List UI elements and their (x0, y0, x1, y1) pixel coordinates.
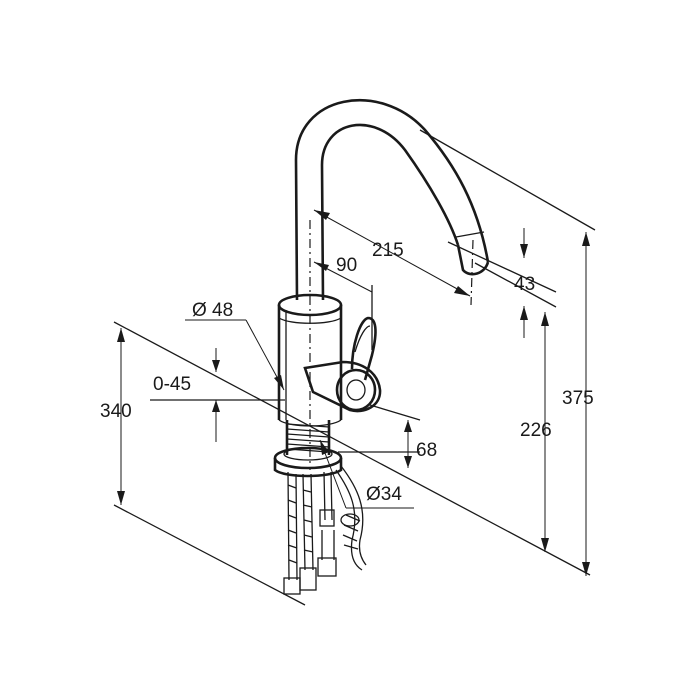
spout-outer (294, 98, 490, 301)
faucet-drawing (273, 98, 490, 595)
dim-label-215: 215 (372, 240, 404, 261)
outlet-axis (470, 239, 474, 306)
dim-label-68: 68 (416, 440, 437, 461)
dim-label-43: 43 (514, 274, 535, 295)
dim-label-375: 375 (562, 388, 594, 409)
dim-label-90: 90 (336, 255, 357, 276)
dim-label-226: 226 (520, 420, 552, 441)
dim-label-340: 340 (100, 401, 132, 422)
spout-inner (320, 123, 460, 301)
threaded-shank (273, 420, 343, 478)
dim-label-counter-thickness: 0-45 (153, 374, 191, 395)
dimension-lines (113, 129, 596, 606)
dim-label-body-diameter: Ø 48 (192, 300, 233, 321)
spout-tip (456, 244, 490, 276)
lever-handle (303, 316, 382, 413)
supply-hoses (283, 465, 367, 595)
dim-label-hole-diameter: Ø34 (366, 484, 402, 505)
